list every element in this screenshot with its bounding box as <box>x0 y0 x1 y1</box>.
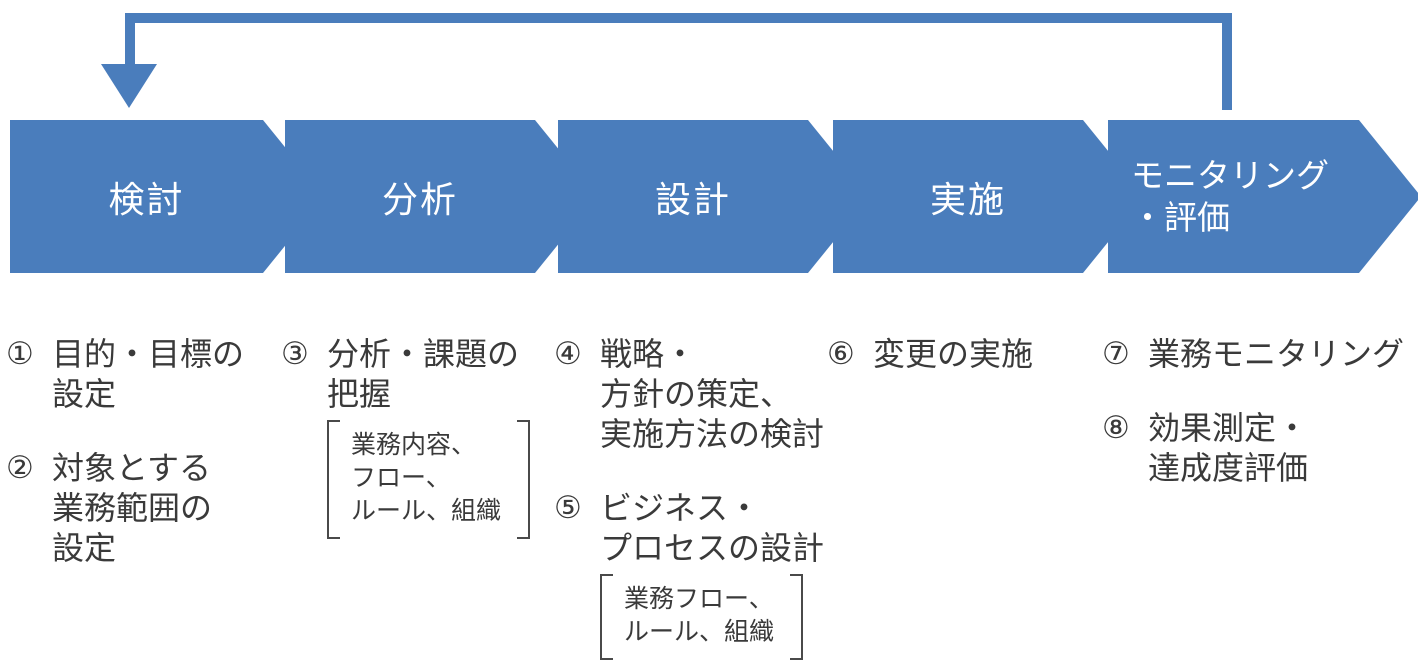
process-step-item-5: ⑤ ビジネス・ プロセスの設計 業務フロー、 ルール、組織 <box>554 488 842 669</box>
step-text-line: 対象とする <box>52 450 212 486</box>
bracket-note: 業務内容、 フロー、 ルール、組織 <box>327 420 531 539</box>
step-text-line: 戦略・ <box>600 336 697 372</box>
bracket-open-icon <box>327 420 340 539</box>
stage-chevron-analysis: 分析 <box>285 120 597 273</box>
step-text: ビジネス・ プロセスの設計 業務フロー、 ルール、組織 <box>600 488 824 669</box>
step-text-line: 変更の実施 <box>873 336 1034 372</box>
step-text-line: 業務モニタリング <box>1148 336 1405 372</box>
step-text-line: 設定 <box>52 530 117 566</box>
step-text-line: 達成度評価 <box>1148 450 1309 486</box>
step-text-line: 実施方法の検討 <box>600 416 825 452</box>
step-text: 対象とする 業務範囲の 設定 <box>52 448 212 568</box>
step-number: ⑥ <box>827 336 855 371</box>
steps-column-implementation: ⑥ 変更の実施 <box>827 334 1099 374</box>
step-text-line: プロセスの設計 <box>600 530 825 566</box>
step-text-line: 業務範囲の <box>52 490 213 526</box>
step-text: 業務モニタリング <box>1148 334 1404 374</box>
step-number: ④ <box>554 336 582 371</box>
stage-chevron-review: 検討 <box>10 120 325 273</box>
step-number: ⑤ <box>554 490 582 525</box>
stage-label: モニタリング ・評価 <box>1131 156 1329 236</box>
step-text-line: 把握 <box>327 376 392 412</box>
bracket-text-line: 業務内容、 <box>351 431 477 459</box>
bracket-note-text: 業務内容、 フロー、 ルール、組織 <box>340 420 517 539</box>
bracket-note: 業務フロー、 ルール、組織 <box>600 574 804 660</box>
stage-label: 分析 <box>381 178 458 220</box>
stage-chevron-implementation: 実施 <box>833 120 1145 273</box>
bracket-text-line: ルール、組織 <box>351 497 502 525</box>
stage-label: 設計 <box>654 178 731 220</box>
feedback-arrowhead-icon <box>101 64 157 108</box>
step-text: 分析・課題の 把握 業務内容、 フロー、 ルール、組織 <box>327 334 531 548</box>
stage-chevron-design: 設計 <box>558 120 870 273</box>
process-step-item-6: ⑥ 変更の実施 <box>827 334 1099 374</box>
bracket-close-icon <box>517 420 531 539</box>
step-number: ⑦ <box>1102 336 1130 371</box>
step-text-line: 目的・目標の <box>52 336 245 372</box>
step-text: 目的・目標の 設定 <box>52 334 244 414</box>
stage-chevron-monitoring-evaluation: モニタリング ・評価 <box>1108 120 1418 273</box>
step-text: 変更の実施 <box>873 334 1033 374</box>
process-step-item-8: ⑧ 効果測定・ 達成度評価 <box>1102 408 1418 488</box>
stage-label: 検討 <box>108 178 185 220</box>
steps-column-monitoring-evaluation: ⑦ 業務モニタリング ⑧ 効果測定・ 達成度評価 <box>1102 334 1418 488</box>
bracket-text-line: ルール、組織 <box>624 618 775 646</box>
step-text: 効果測定・ 達成度評価 <box>1148 408 1308 488</box>
step-number: ① <box>6 336 34 371</box>
step-text-line: 設定 <box>52 376 117 412</box>
feedback-arrow-top-segment <box>125 13 1232 23</box>
process-step-item-1: ① 目的・目標の 設定 <box>6 334 274 414</box>
process-step-item-2: ② 対象とする 業務範囲の 設定 <box>6 448 274 568</box>
process-step-item-4: ④ 戦略・ 方針の策定、 実施方法の検討 <box>554 334 842 454</box>
step-number: ② <box>6 450 34 485</box>
feedback-arrow-shaft <box>125 18 135 66</box>
process-step-item-7: ⑦ 業務モニタリング <box>1102 334 1418 374</box>
process-step-item-3: ③ 分析・課題の 把握 業務内容、 フロー、 ルール、組織 <box>281 334 549 548</box>
step-text-line: 分析・課題の <box>327 336 520 372</box>
step-text: 戦略・ 方針の策定、 実施方法の検討 <box>600 334 824 454</box>
step-text-line: 方針の策定、 <box>600 376 793 412</box>
step-number: ③ <box>281 336 309 371</box>
step-text-line: 効果測定・ <box>1148 410 1309 446</box>
steps-column-review: ① 目的・目標の 設定 ② 対象とする 業務範囲の 設定 <box>6 334 274 568</box>
steps-column-design: ④ 戦略・ 方針の策定、 実施方法の検討 ⑤ ビジネス・ プロセスの設計 業務フ… <box>554 334 842 669</box>
stage-label: 実施 <box>929 178 1006 220</box>
bracket-note-text: 業務フロー、 ルール、組織 <box>613 574 790 660</box>
bracket-text-line: フロー、 <box>351 464 451 492</box>
bracket-open-icon <box>600 574 613 660</box>
step-number: ⑧ <box>1102 410 1130 445</box>
step-text-line: ビジネス・ <box>600 490 761 526</box>
feedback-arrow-right-segment <box>1222 13 1232 110</box>
bracket-close-icon <box>790 574 804 660</box>
bracket-text-line: 業務フロー、 <box>624 585 774 613</box>
steps-column-analysis: ③ 分析・課題の 把握 業務内容、 フロー、 ルール、組織 <box>281 334 549 548</box>
